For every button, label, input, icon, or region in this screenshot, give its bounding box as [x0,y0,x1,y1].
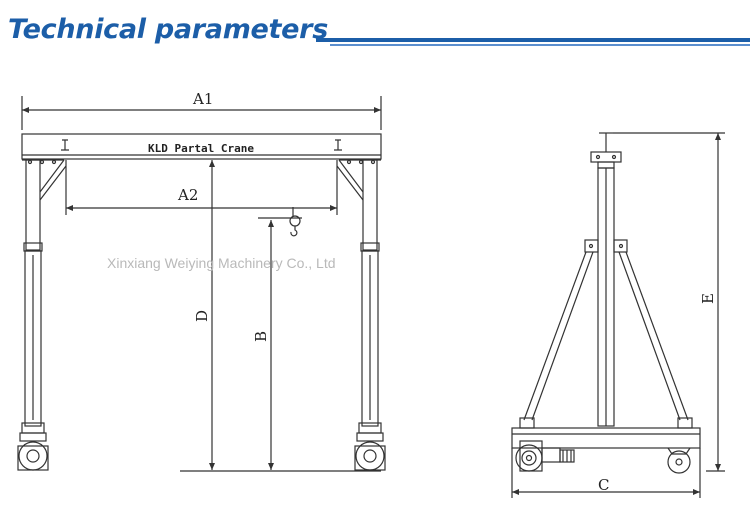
dimension-b-label: B [252,331,270,342]
dimension-b: B [252,220,274,470]
left-leg [17,159,67,471]
section-header: Technical parameters [0,0,750,60]
caster-wheel [667,447,691,474]
dimension-a2-label: A2 [177,186,198,204]
section-title: Technical parameters [8,14,328,45]
dimension-d: D [193,160,215,470]
beam-label: KLD Partal Crane [148,142,254,155]
hoist-hook [258,207,302,237]
right-leg [336,159,386,471]
base-frame [511,427,701,449]
title-underline-thin [330,44,750,46]
title-underline [316,38,750,42]
a-frame-braces [519,239,693,429]
dimension-a1: A1 [21,90,382,130]
watermark-text: Xinxiang Weiying Machinery Co., Ltd [107,255,336,271]
side-view: C E [511,132,725,498]
crane-beam: KLD Partal Crane [21,133,382,165]
drive-motor [515,440,575,472]
dimension-e: E [613,132,725,472]
dimension-e-label: E [699,293,717,304]
top-plate [590,132,622,169]
dimension-a2: A2 [65,160,338,215]
front-view: A1 KLD Partal Crane [17,90,386,472]
dimension-a1-label: A1 [192,90,213,108]
dimension-c: C [511,448,701,498]
dimension-d-label: D [193,310,211,322]
column [597,167,615,427]
dimension-c-label: C [598,476,609,494]
